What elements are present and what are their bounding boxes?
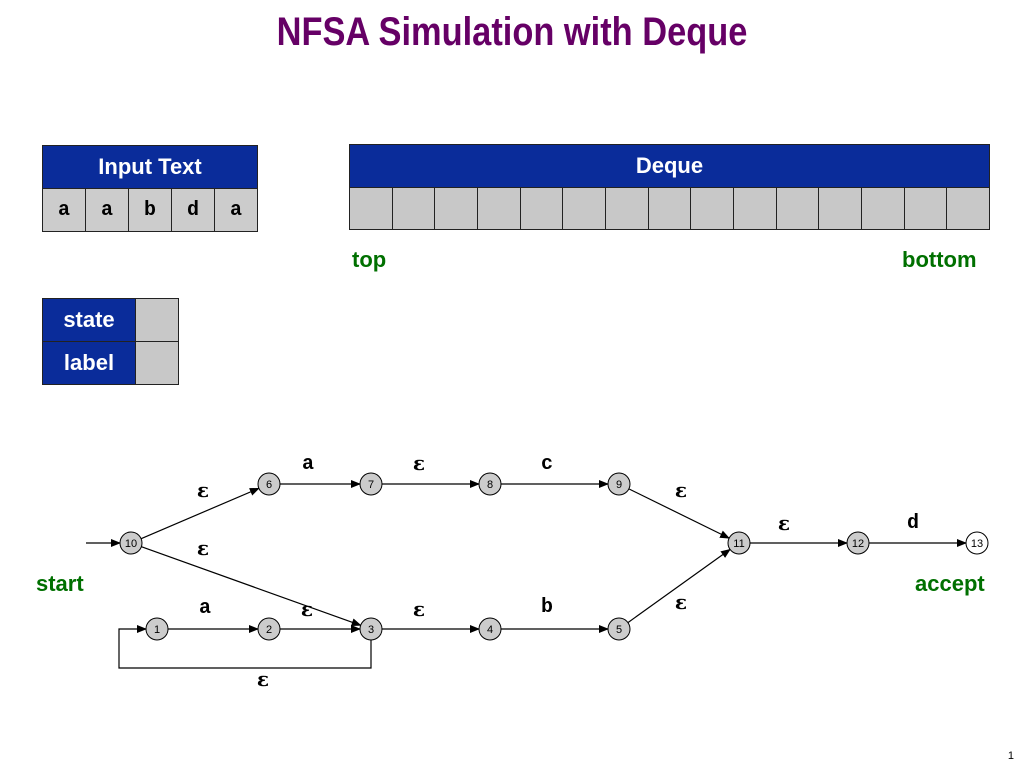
- edge-10-3: [141, 546, 362, 627]
- state-label: 2: [266, 624, 272, 636]
- edge-9-11: [628, 488, 731, 539]
- state-node-7: 7: [359, 472, 383, 496]
- deque-top-label: top: [352, 247, 387, 272]
- deque-cell: [860, 187, 905, 230]
- input-char: a: [85, 188, 129, 232]
- input-char: a: [42, 188, 86, 232]
- state-node-13: 13: [965, 531, 989, 555]
- slide-title: NFSA Simulation with Deque: [276, 10, 748, 54]
- state-node-12: 12: [846, 531, 870, 555]
- state-label: 7: [368, 479, 374, 491]
- edge-label-3-1: ε: [257, 667, 269, 691]
- state-circle: [727, 531, 751, 555]
- state-node-11: 11: [727, 531, 751, 555]
- status-table: state label: [42, 298, 179, 385]
- state-node-3: 3: [359, 617, 383, 641]
- state-label: 10: [125, 538, 137, 550]
- edge-label-11-12: ε: [778, 511, 790, 535]
- deque-header: Deque: [349, 144, 990, 188]
- edge-label-9-11: ε: [675, 478, 687, 502]
- state-circle: [257, 472, 281, 496]
- state-node-10: 10: [119, 531, 143, 555]
- edge-3-1: [118, 625, 372, 669]
- state-label: state: [42, 298, 136, 342]
- accept-label: accept: [915, 571, 985, 596]
- state-label: 13: [971, 538, 983, 550]
- deque-cell: [775, 187, 820, 230]
- state-label: 9: [616, 479, 622, 491]
- state-node-2: 2: [257, 617, 281, 641]
- state-node-6: 6: [257, 472, 281, 496]
- input-text-header: Input Text: [42, 145, 258, 189]
- state-node-8: 8: [478, 472, 502, 496]
- start-label: start: [36, 571, 84, 596]
- deque-cell: [604, 187, 649, 230]
- edge-label-3-4: ε: [413, 597, 425, 621]
- deque-cell: [519, 187, 564, 230]
- state-circle: [846, 531, 870, 555]
- deque-cell: [903, 187, 948, 230]
- state-value: [135, 298, 179, 342]
- state-label: 8: [487, 479, 493, 491]
- edge-label-7-8: ε: [413, 451, 425, 475]
- page-number: 1: [1007, 750, 1014, 762]
- state-circle: [607, 472, 631, 496]
- input-char: d: [171, 188, 215, 232]
- deque-cell: [690, 187, 734, 230]
- edge-label-5-11: ε: [675, 590, 687, 614]
- edge-label-10-6: ε: [197, 478, 209, 502]
- state-label: 3: [368, 624, 374, 636]
- deque-bottom-label: bottom: [902, 247, 977, 272]
- edge-label-12-13: d: [907, 512, 919, 535]
- state-label: 1: [154, 624, 160, 636]
- state-circle: [607, 617, 631, 641]
- state-circle: [145, 617, 169, 641]
- edge-5-11: [627, 548, 731, 624]
- deque-cell: [476, 187, 521, 230]
- input-char: a: [214, 188, 258, 232]
- state-circle: [965, 531, 989, 555]
- edge-label-2-3: ε: [301, 597, 313, 621]
- deque-cell: [732, 187, 777, 230]
- label-label: label: [42, 341, 136, 385]
- edge-10-6: [140, 487, 260, 540]
- input-text-table: Input Text a a b d a: [42, 145, 258, 232]
- deque-cell: [946, 187, 990, 230]
- state-circle: [478, 617, 502, 641]
- state-node-4: 4: [478, 617, 502, 641]
- state-node-9: 9: [607, 472, 631, 496]
- deque-cell: [818, 187, 862, 230]
- state-circle: [257, 617, 281, 641]
- state-circle: [359, 617, 383, 641]
- input-char: b: [128, 188, 172, 232]
- state-node-1: 1: [145, 617, 169, 641]
- label-value: [135, 341, 179, 385]
- deque-row: [349, 187, 990, 230]
- state-label: 4: [487, 624, 493, 636]
- edge-label-4-5: b: [541, 596, 553, 619]
- state-circle: [119, 531, 143, 555]
- state-label: 12: [852, 538, 864, 550]
- state-label: 6: [266, 479, 272, 491]
- state-circle: [478, 472, 502, 496]
- deque-cell: [562, 187, 606, 230]
- deque-table: Deque: [349, 144, 990, 230]
- deque-cell: [434, 187, 478, 230]
- state-node-5: 5: [607, 617, 631, 641]
- state-circle: [359, 472, 383, 496]
- deque-cell: [391, 187, 436, 230]
- state-label: 11: [733, 538, 744, 550]
- state-label: 5: [616, 624, 622, 636]
- edge-label-6-7: a: [302, 453, 314, 476]
- deque-cell: [349, 187, 393, 230]
- edge-label-10-3: ε: [197, 536, 209, 560]
- edge-label-1-2: a: [199, 597, 211, 620]
- edge-label-8-9: c: [541, 453, 553, 476]
